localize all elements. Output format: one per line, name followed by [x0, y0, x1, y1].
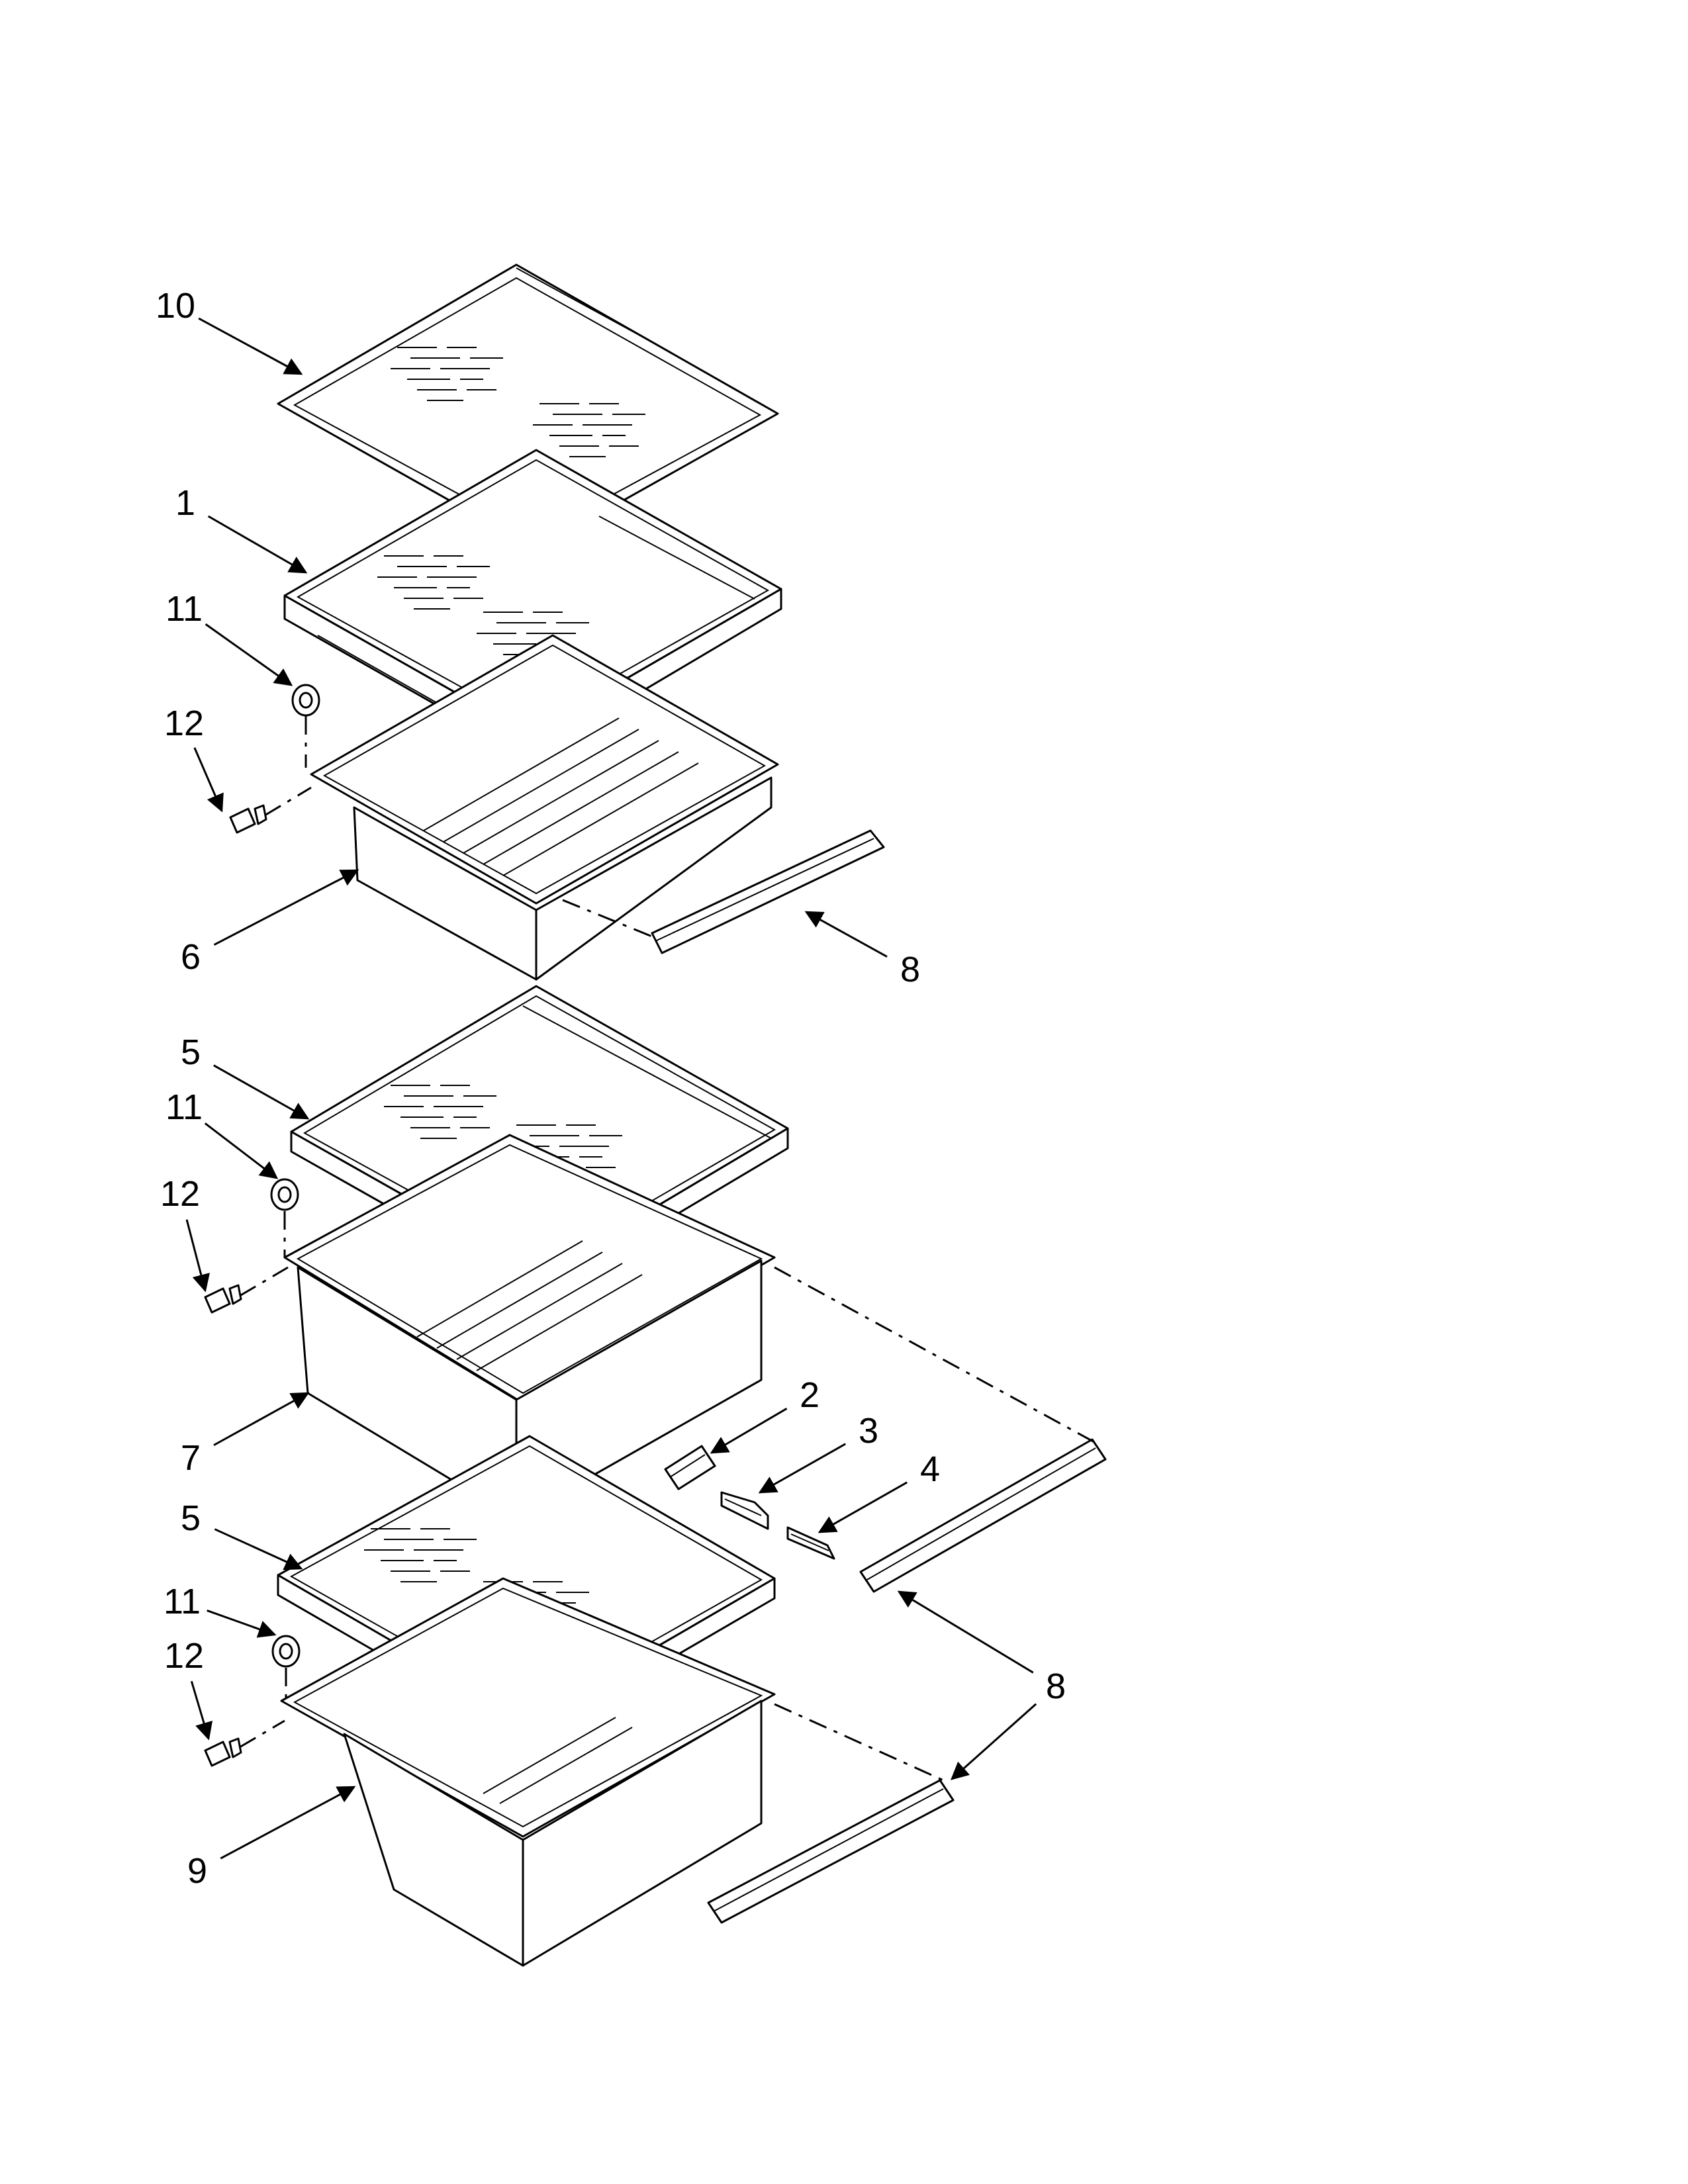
callout-leader-c4: [818, 1481, 908, 1533]
callout-label-c3: 3: [859, 1411, 878, 1451]
drawer-slide-part-4: [786, 1526, 835, 1560]
callout-leader-c8a: [804, 911, 888, 958]
callout-label-c8c: 8: [1046, 1666, 1066, 1706]
callout-label-c7: 7: [181, 1438, 201, 1478]
callout-leader-c12c: [190, 1680, 213, 1741]
callout-leader-c5a: [213, 1064, 310, 1120]
callout-leader-c11b: [204, 1122, 279, 1179]
callout-leader-c12a: [193, 747, 224, 813]
callout-label-c6: 6: [181, 937, 201, 977]
trim-alignment-line-middle: [774, 1266, 1096, 1444]
callout-leader-c9: [220, 1786, 356, 1860]
callout-leader-c10: [198, 317, 303, 375]
callout-label-c12c: 12: [164, 1636, 204, 1676]
callout-leader-c5b: [214, 1528, 303, 1570]
callout-label-c8b: 8: [1046, 1666, 1066, 1706]
callout-label-c8a: 8: [900, 950, 920, 989]
screw-part-12-middle: [204, 1284, 242, 1314]
callout-leader-c8b: [897, 1590, 1034, 1674]
drawer-slide-part-2: [664, 1445, 716, 1490]
roller-part-11-lower: [271, 1635, 301, 1668]
callout-leader-c6: [213, 869, 359, 946]
callout-label-c11c: 11: [164, 1582, 201, 1621]
drawer-slide-part-3: [720, 1491, 769, 1530]
callout-leader-c11a: [205, 623, 293, 686]
screw-part-12-lower: [204, 1737, 242, 1767]
roller-alignment-line-middle: [239, 1266, 289, 1297]
callout-leader-c11c: [207, 1610, 277, 1638]
callout-label-c5a: 5: [181, 1032, 201, 1072]
callout-label-c2: 2: [800, 1375, 820, 1415]
callout-label-c12b: 12: [160, 1174, 200, 1214]
callout-leader-c7: [213, 1392, 310, 1446]
roller-part-11-upper: [291, 684, 320, 717]
callout-label-c11b: 11: [165, 1087, 203, 1127]
drawer-trim-part-8-lower: [707, 1779, 955, 1924]
callout-label-c12a: 12: [164, 704, 204, 743]
drawer-trim-part-8-upper: [651, 829, 885, 954]
callout-leader-c1: [207, 515, 308, 574]
callout-label-c5b: 5: [181, 1498, 201, 1538]
callout-label-c10: 10: [156, 286, 195, 326]
trim-alignment-line-upper: [562, 899, 653, 938]
callout-leader-c2: [710, 1407, 788, 1454]
screw-part-12-upper: [229, 804, 267, 834]
callout-leader-c8c: [950, 1703, 1037, 1780]
roller-alignment-line-lower: [239, 1719, 285, 1749]
callout-label-c11a: 11: [165, 589, 203, 629]
crisper-drawer-part-7: [283, 1134, 776, 1520]
callout-leader-c3: [758, 1443, 846, 1494]
callout-leader-c12b: [185, 1219, 210, 1293]
crisper-drawer-part-9: [280, 1577, 776, 1967]
crisper-drawer-part-6: [310, 634, 779, 981]
callout-label-c9: 9: [187, 1851, 207, 1891]
roller-alignment-line-upper: [264, 786, 312, 817]
drawer-trim-part-8-middle: [859, 1438, 1107, 1593]
trim-alignment-line-lower: [774, 1703, 944, 1782]
callout-label-c1: 1: [175, 483, 195, 523]
callout-label-c4: 4: [920, 1449, 940, 1489]
roller-part-11-middle: [270, 1178, 299, 1211]
